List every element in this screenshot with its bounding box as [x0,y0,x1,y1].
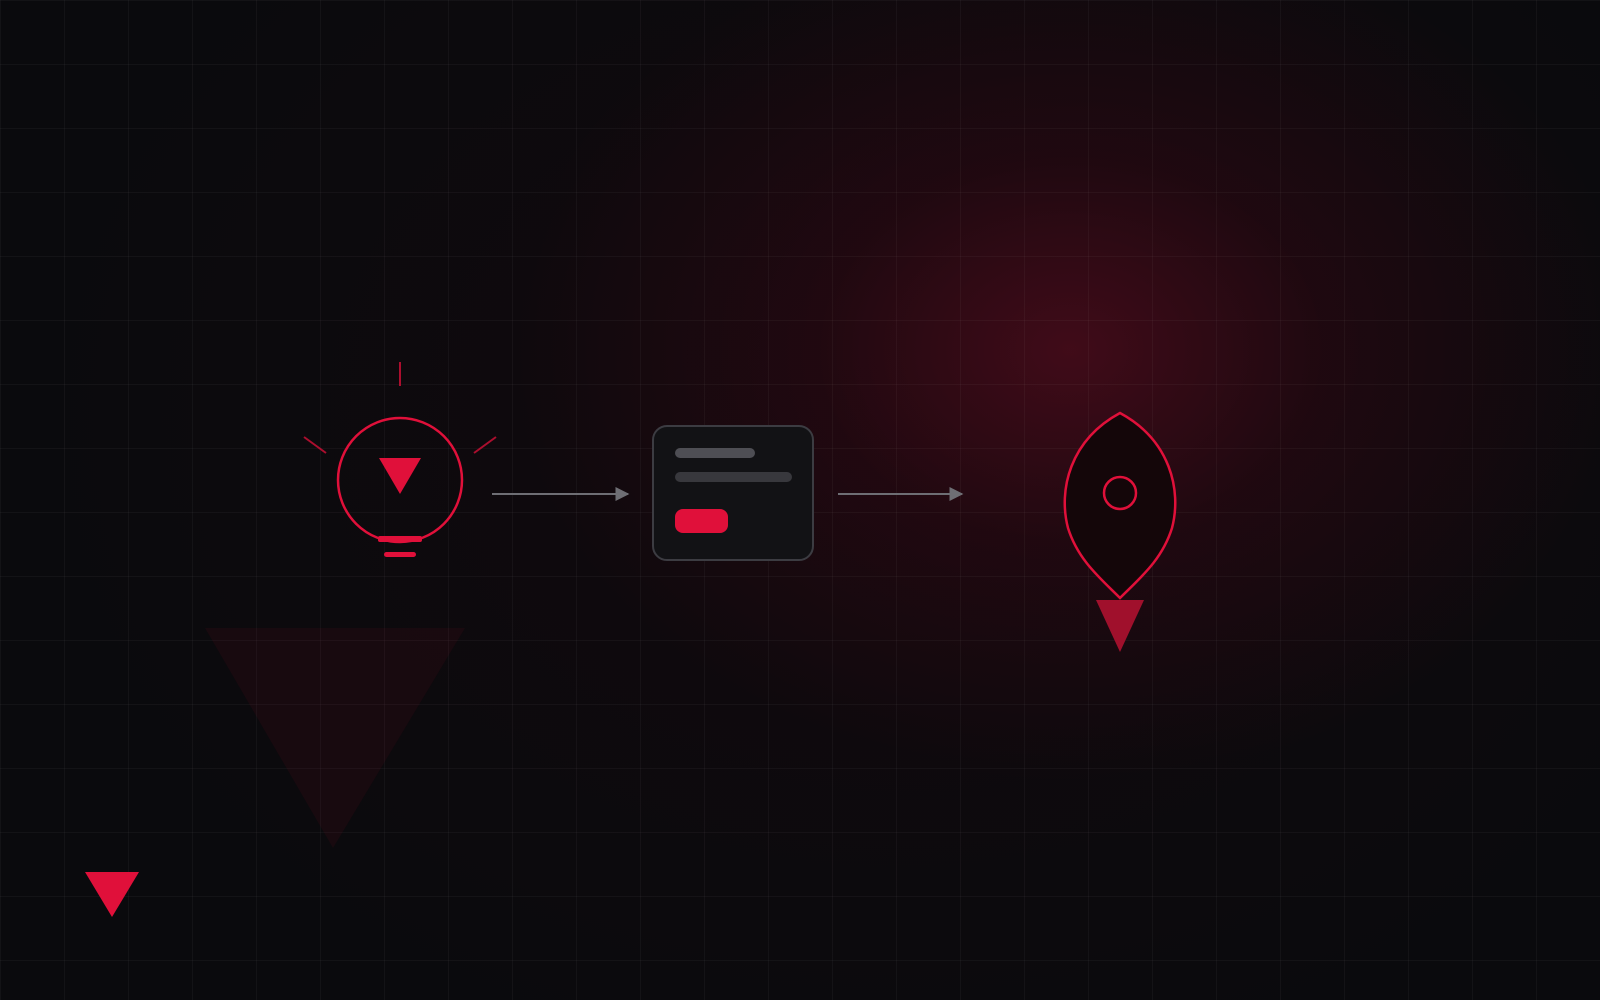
rocket-body [1063,411,1177,600]
ui-card-line-1 [675,448,755,458]
step-idea-lightbulb-icon [303,362,497,557]
bulb-base-top [378,536,422,542]
step-build-ui-card-icon [652,425,814,561]
bulb-ray-right [473,436,497,454]
bulb-base-bottom [384,552,416,557]
bulb-ray-left [303,436,327,454]
step-launch-rocket-icon [1063,411,1177,652]
large-faint-triangle [205,628,465,848]
ui-card [652,425,814,561]
ui-card-line-2 [675,472,792,482]
rocket-flame [1096,600,1144,652]
small-triangle-logo-icon [85,872,139,917]
bulb-triangle-icon [379,458,421,494]
rocket-window [1102,475,1138,511]
ui-card-button [675,509,728,533]
